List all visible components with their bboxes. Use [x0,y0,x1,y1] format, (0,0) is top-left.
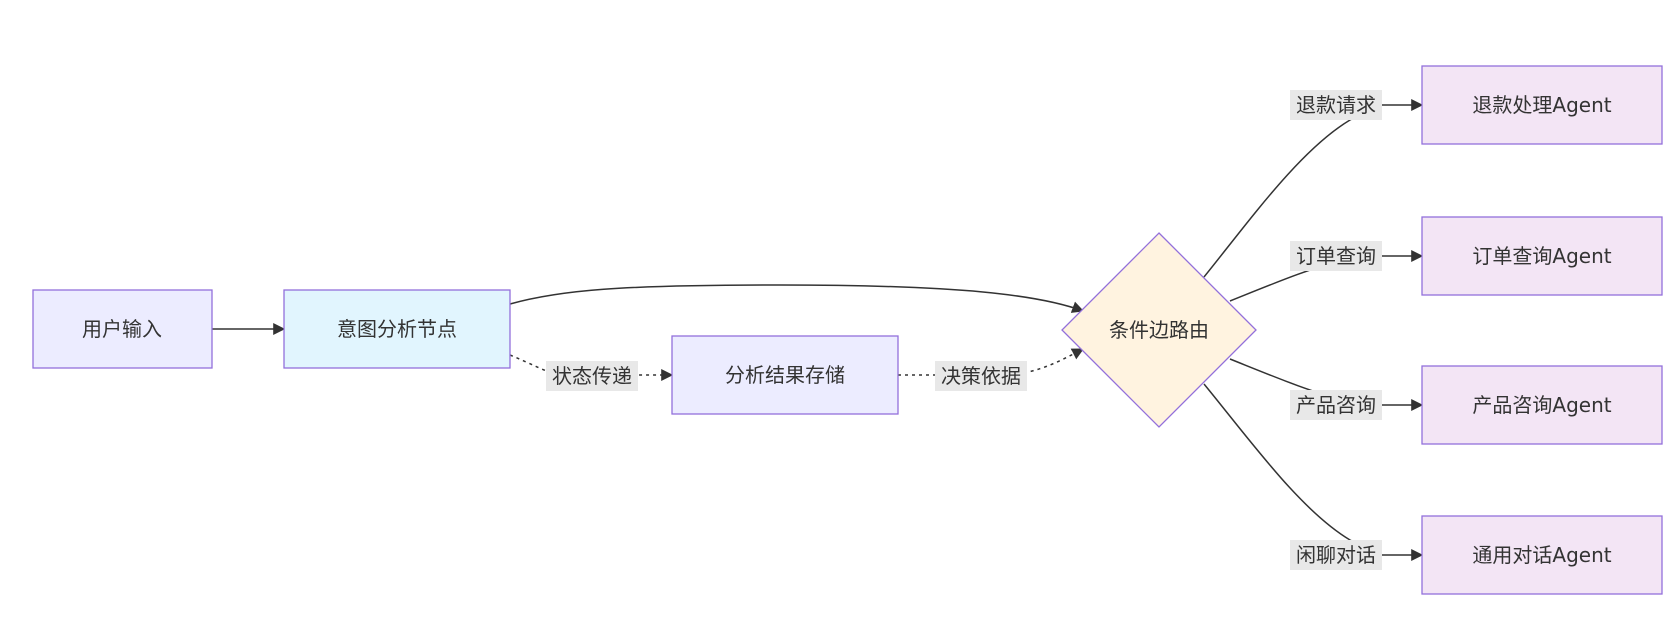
edge-label-casual-chat-text: 闲聊对话 [1296,543,1376,567]
node-order-agent[interactable]: 订单查询Agent [1421,216,1663,296]
edge-label-decision-basis: 决策依据 [935,361,1027,391]
edge-label-decision-basis-text: 决策依据 [941,364,1021,388]
node-refund-agent[interactable]: 退款处理Agent [1421,65,1663,145]
node-refund-agent-label: 退款处理Agent [1472,93,1611,117]
edge-label-product-consult-text: 产品咨询 [1296,393,1376,417]
node-product-agent-label: 产品咨询Agent [1472,393,1611,417]
edge-label-order-query: 订单查询 [1290,241,1382,271]
edge-router-to-chat [1203,383,1424,561]
nodes: 用户输入 意图分析节点 分析结果存储 条件边路由 退款处理Agent 订单查询A… [32,65,1663,595]
node-user-input-label: 用户输入 [82,317,162,341]
node-user-input[interactable]: 用户输入 [32,289,213,369]
edge-label-order-query-text: 订单查询 [1296,244,1376,268]
edge-label-refund-request-text: 退款请求 [1296,93,1376,117]
node-chat-agent-label: 通用对话Agent [1472,543,1611,567]
edge-label-state-pass-text: 状态传递 [552,364,632,388]
node-result-store[interactable]: 分析结果存储 [671,335,899,415]
node-product-agent[interactable]: 产品咨询Agent [1421,365,1663,445]
node-order-agent-label: 订单查询Agent [1472,244,1611,268]
edge-intent-to-router [509,284,1085,313]
edge-label-state-pass: 状态传递 [546,361,638,391]
node-intent-analysis-label: 意图分析节点 [337,317,457,341]
node-result-store-label: 分析结果存储 [725,363,845,387]
node-intent-analysis[interactable]: 意图分析节点 [283,289,511,369]
edge-label-product-consult: 产品咨询 [1290,390,1382,420]
node-conditional-router[interactable]: 条件边路由 [1061,232,1257,428]
node-chat-agent[interactable]: 通用对话Agent [1421,515,1663,595]
node-conditional-router-label: 条件边路由 [1109,318,1209,342]
edge-label-casual-chat: 闲聊对话 [1290,540,1382,570]
edge-label-refund-request: 退款请求 [1290,90,1382,120]
edge-labels: 状态传递 决策依据 退款请求 订单查询 产品咨询 闲聊对话 [546,90,1382,570]
edge-router-to-refund [1203,99,1424,278]
